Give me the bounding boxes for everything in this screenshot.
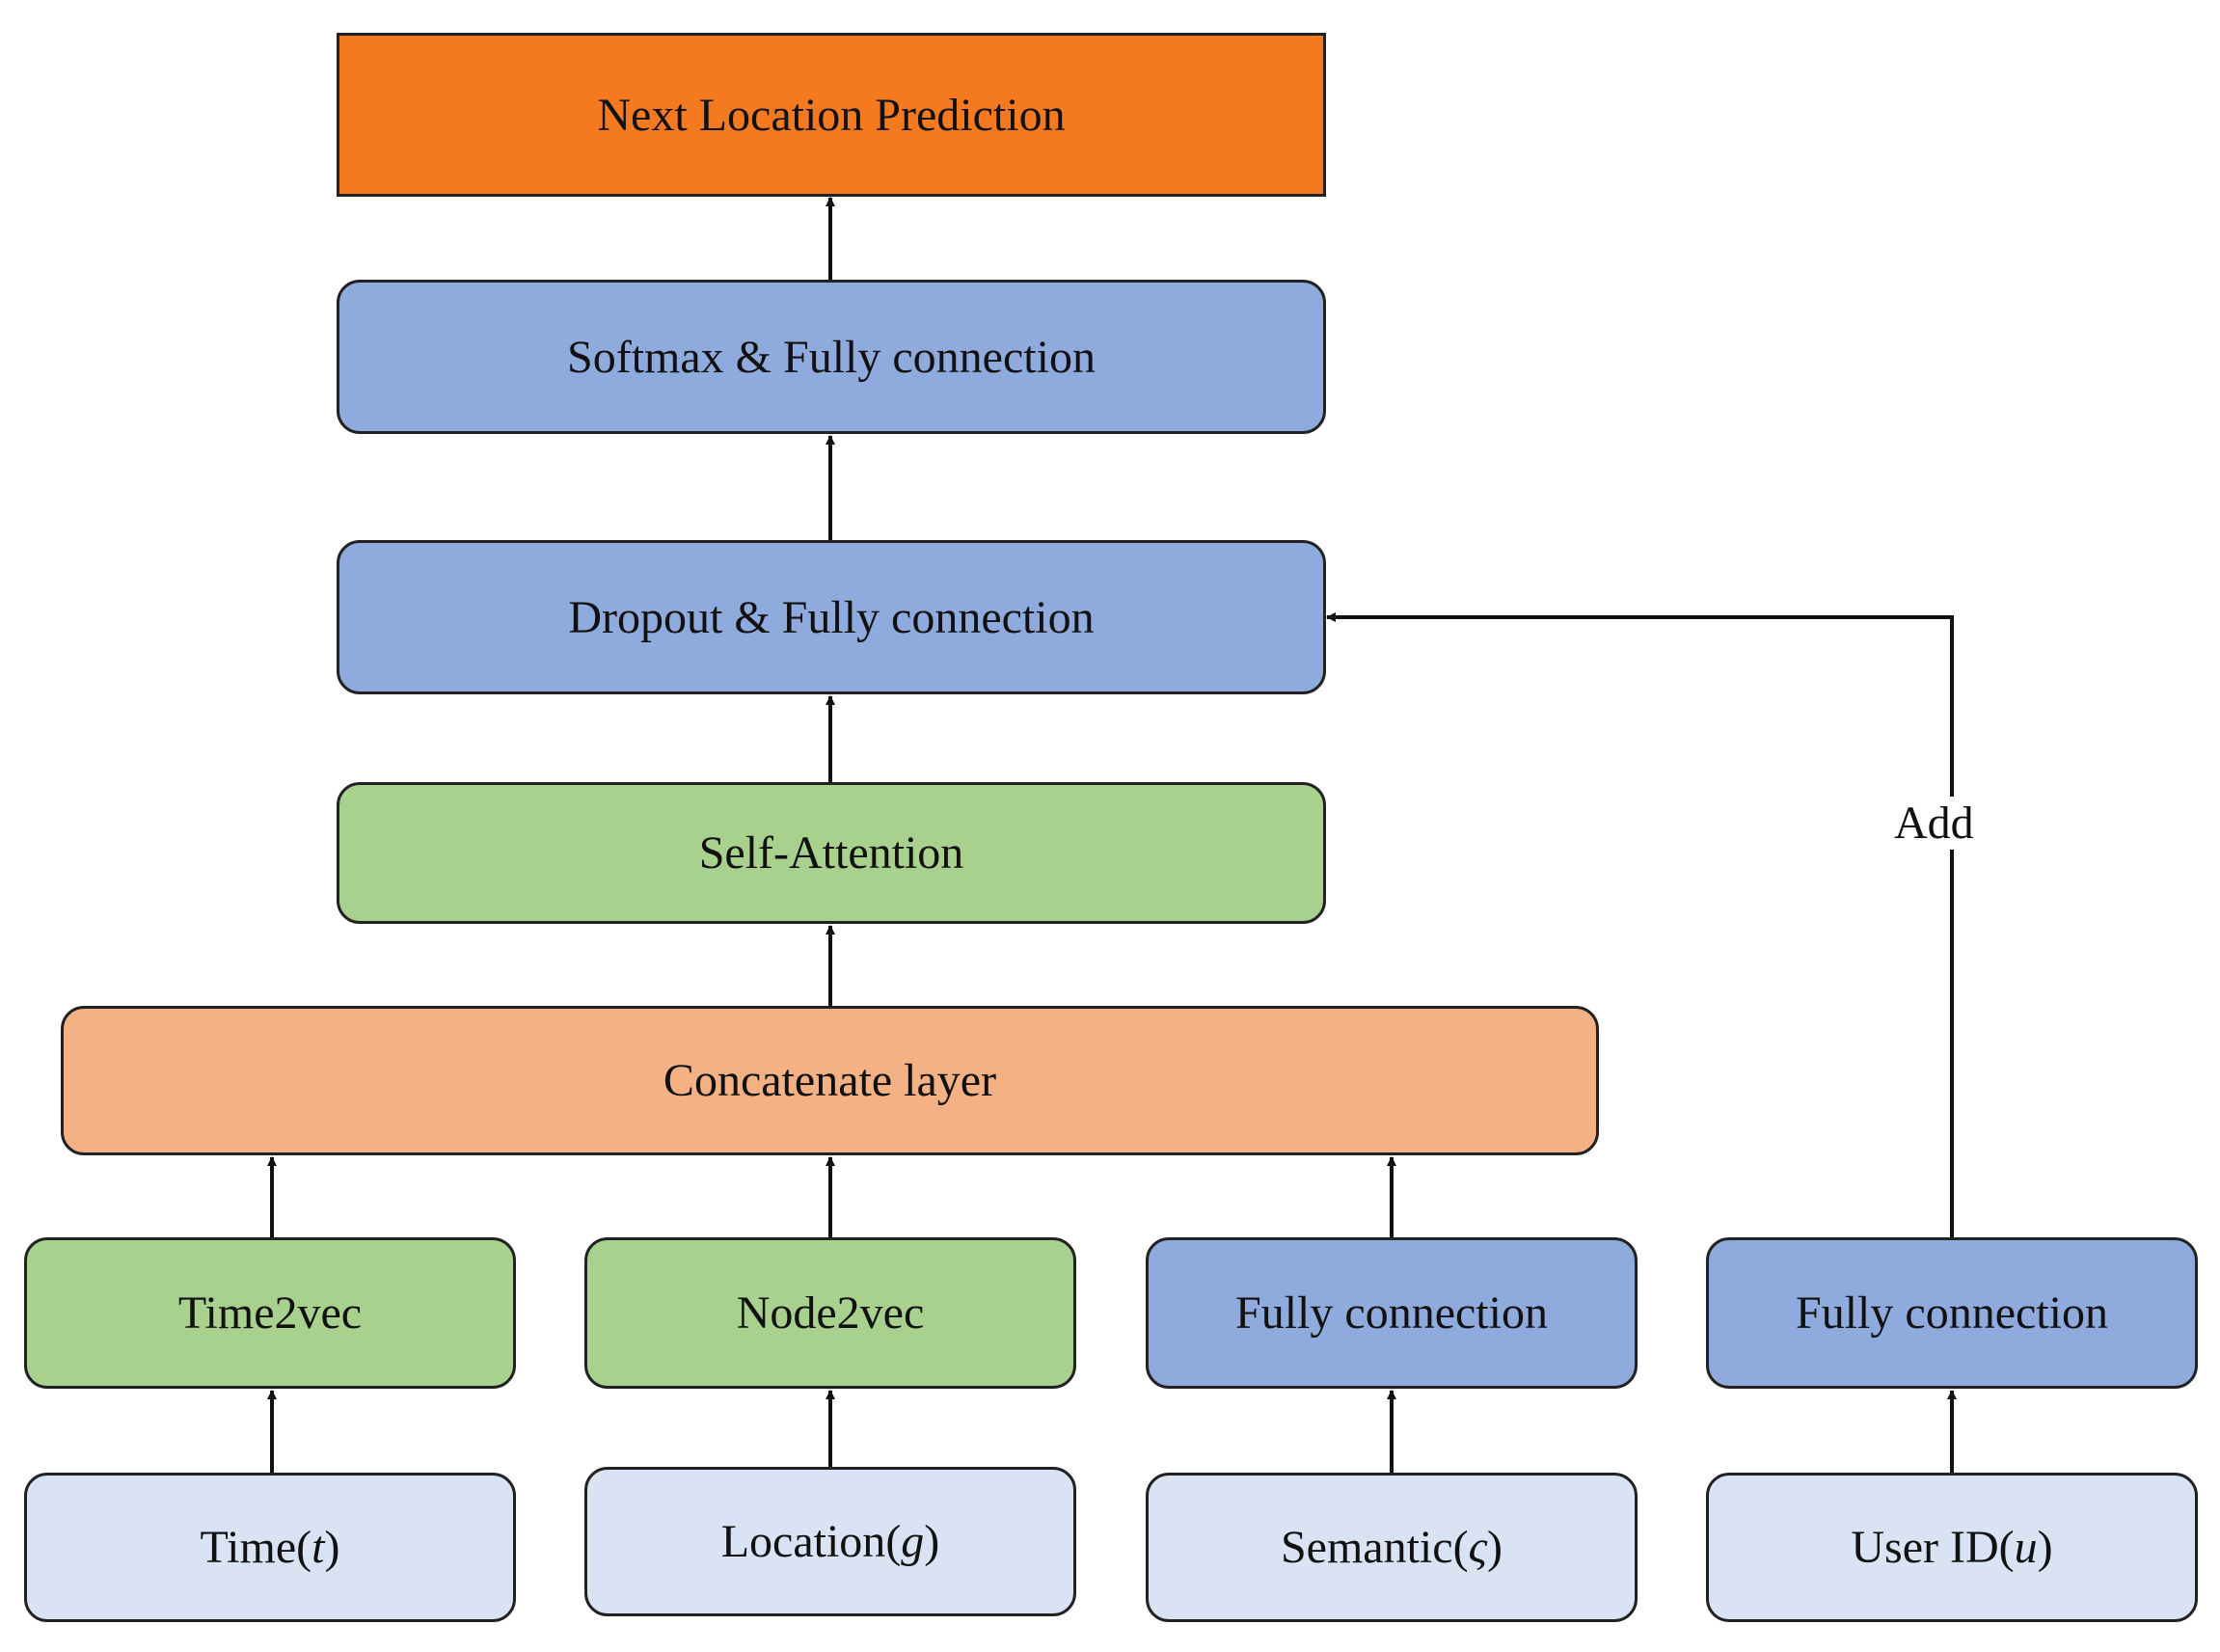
user-id-input-box: User ID(u) [1706, 1473, 2198, 1622]
arrow-user-fc-add-to-dropout [1326, 612, 1954, 1237]
location-input-label: Location(g) [720, 1516, 940, 1567]
time2vec-label: Time2vec [177, 1287, 363, 1339]
dropout-fc-box: Dropout & Fully connection [337, 540, 1326, 694]
fc-user-box: Fully connection [1706, 1237, 2198, 1389]
dropout-fc-label: Dropout & Fully connection [568, 591, 1095, 643]
self-attention-box: Self-Attention [337, 782, 1326, 924]
fc-semantic-box: Fully connection [1146, 1237, 1638, 1389]
node2vec-box: Node2vec [584, 1237, 1076, 1389]
semantic-input-box: Semantic(ς) [1146, 1473, 1638, 1622]
node2vec-label: Node2vec [736, 1287, 925, 1339]
concatenate-layer-label: Concatenate layer [663, 1055, 997, 1106]
fc-user-label: Fully connection [1796, 1287, 2108, 1339]
softmax-fc-box: Softmax & Fully connection [337, 280, 1326, 434]
next-location-prediction-box: Next Location Prediction [337, 33, 1326, 197]
time-variable: t [311, 1522, 325, 1573]
time2vec-box: Time2vec [24, 1237, 516, 1389]
self-attention-label: Self-Attention [698, 827, 964, 879]
location-input-box: Location(g) [584, 1467, 1076, 1616]
softmax-fc-label: Softmax & Fully connection [567, 331, 1096, 383]
time-input-label: Time(t) [200, 1522, 340, 1573]
semantic-variable: ς [1468, 1522, 1488, 1573]
semantic-input-label: Semantic(ς) [1280, 1522, 1503, 1573]
user-id-variable: u [2014, 1522, 2038, 1573]
concatenate-layer-box: Concatenate layer [61, 1006, 1599, 1155]
user-id-input-label: User ID(u) [1851, 1522, 2053, 1573]
time-input-box: Time(t) [24, 1473, 516, 1622]
next-location-prediction-label: Next Location Prediction [597, 89, 1066, 141]
location-variable: g [901, 1516, 925, 1567]
add-label: Add [1888, 797, 1980, 850]
fc-semantic-label: Fully connection [1235, 1287, 1548, 1339]
